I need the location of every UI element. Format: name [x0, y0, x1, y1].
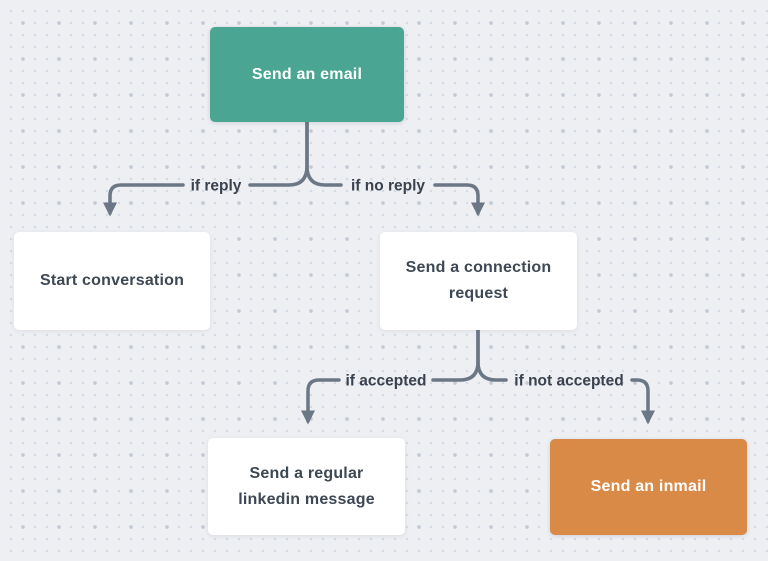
edge-line [431, 328, 480, 382]
node-start-conversation[interactable]: Start conversation [14, 232, 210, 330]
edge-line [305, 120, 343, 187]
edge-connection-request-to-linkedin-message: if accepted [301, 328, 480, 425]
edge-connection-request-to-send-inmail: if not accepted [476, 328, 655, 425]
edge-label-if-accepted: if accepted [346, 373, 427, 390]
edge-line-arrow [630, 378, 655, 425]
edge-line-arrow [433, 183, 485, 217]
edge-send-email-to-connection-request: if no reply [305, 120, 485, 217]
edge-line-arrow [103, 183, 185, 217]
edge-send-email-to-start-conversation: if reply [103, 120, 309, 217]
node-send-email[interactable]: Send an email [210, 27, 404, 122]
edge-label-if-not-accepted: if not accepted [514, 373, 623, 390]
node-linkedin-message[interactable]: Send a regular linkedin message [208, 438, 405, 535]
edge-line [476, 328, 508, 382]
node-label: Send a connection request [405, 259, 552, 302]
node-connection-request[interactable]: Send a connection request [380, 232, 577, 330]
node-send-inmail[interactable]: Send an inmail [550, 439, 747, 535]
edge-line [248, 120, 309, 187]
node-label: Send an email [251, 65, 363, 83]
edge-label-if-reply: if reply [191, 178, 242, 195]
node-label: Send an inmail [590, 478, 707, 496]
node-label: Start conversation [39, 272, 185, 290]
edge-line-arrow [301, 378, 341, 425]
node-label: Send a regular linkedin message [238, 464, 375, 508]
edge-label-if-no-reply: if no reply [351, 178, 425, 195]
